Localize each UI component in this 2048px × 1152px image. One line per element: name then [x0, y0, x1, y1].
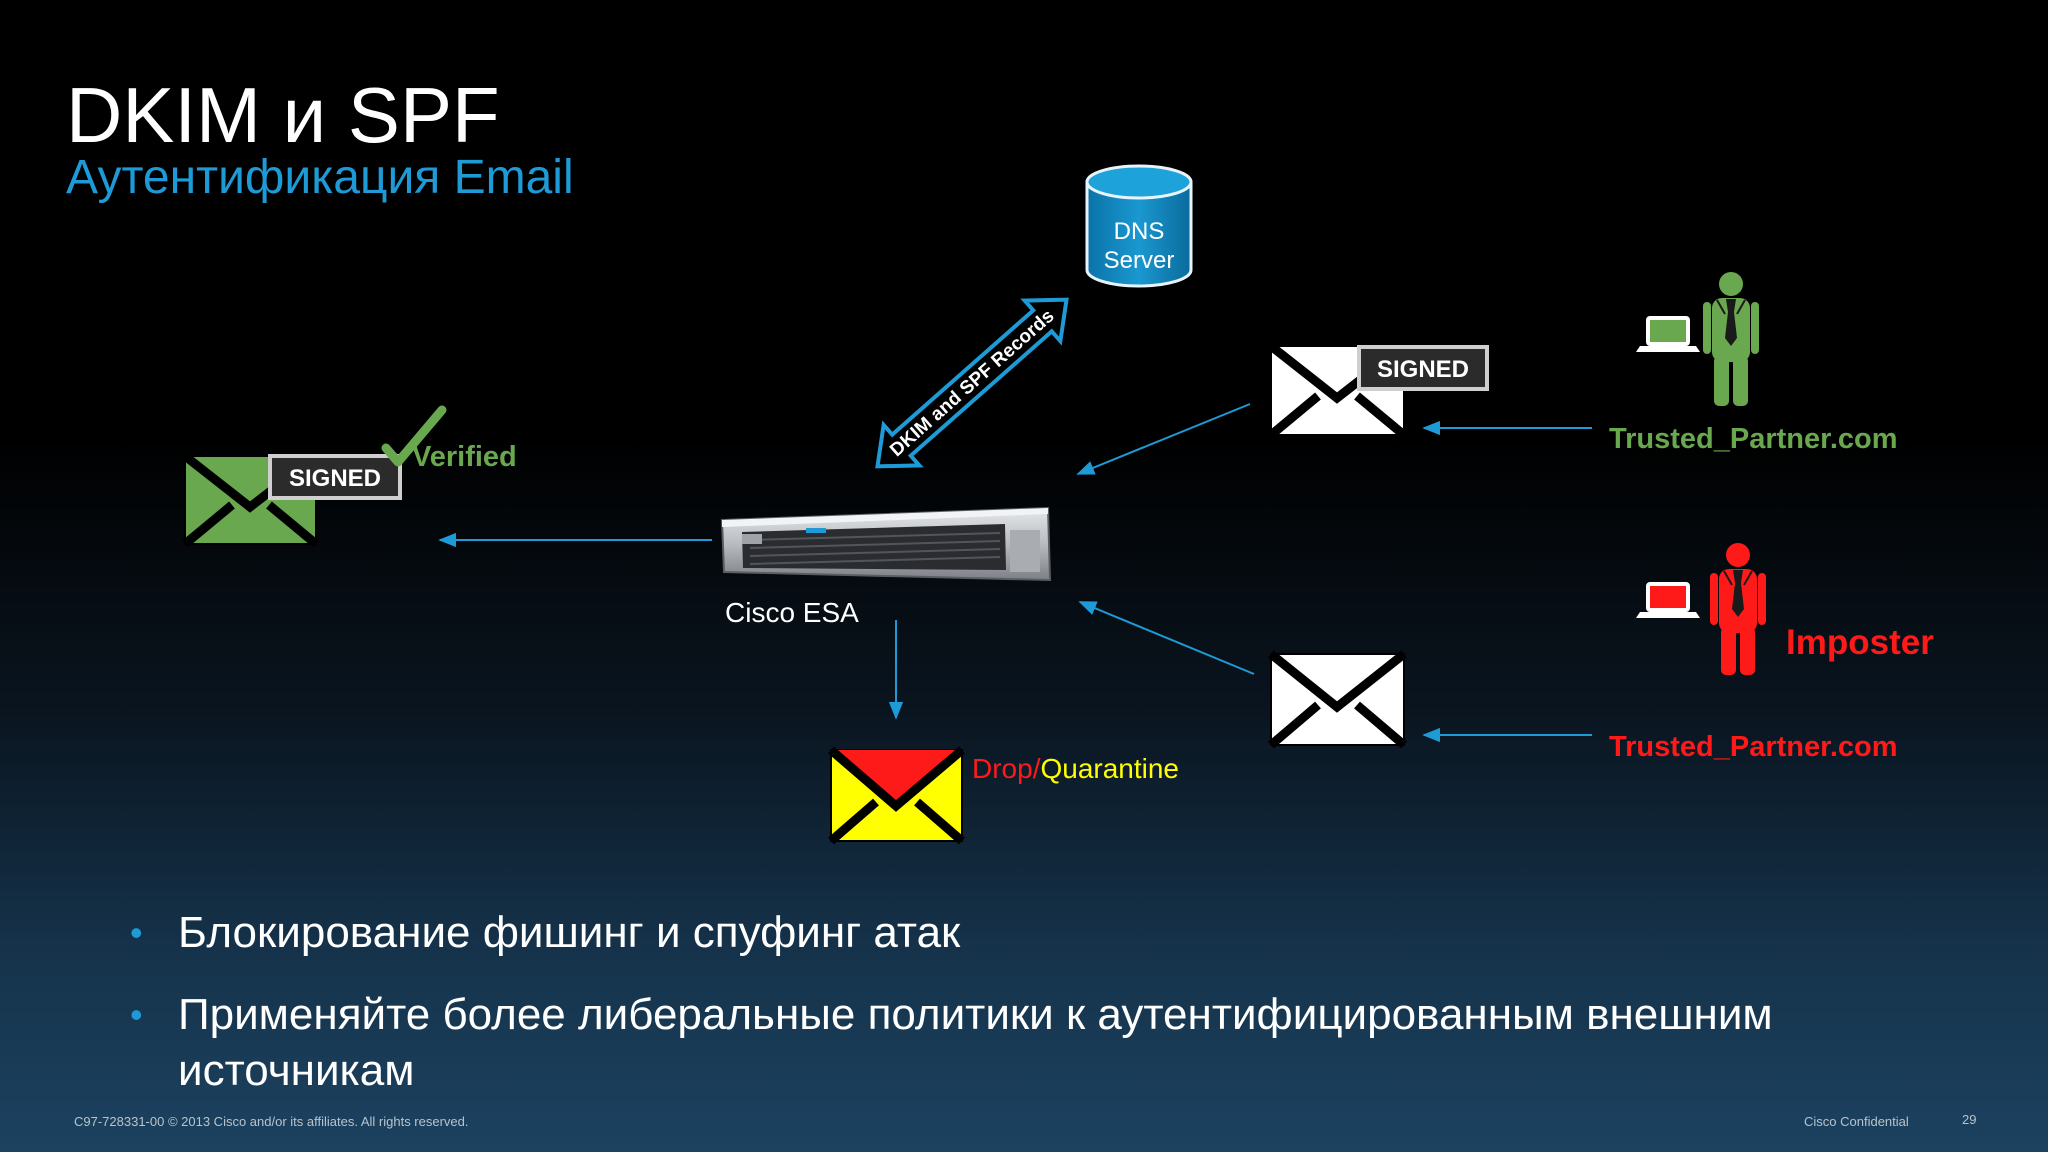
bullet-item: • Применяйте более либеральные политики … [130, 987, 1990, 1099]
signed-badge-text: SIGNED [1377, 356, 1469, 383]
trusted-partner-label: Trusted_Partner.com [1609, 423, 1898, 455]
signed-badge-text: SIGNED [289, 465, 381, 492]
imposter-domain-label: Trusted_Partner.com [1609, 731, 1898, 763]
footer-copyright: C97-728331-00 © 2013 Cisco and/or its af… [74, 1114, 469, 1129]
bullet-text: Блокирование фишинг и спуфинг атак [178, 908, 961, 957]
dns-server-icon: DNS Server [1085, 164, 1193, 288]
cisco-esa-label: Cisco ESA [725, 597, 859, 628]
flow-arrow-signed-to-esa [1076, 403, 1251, 475]
laptop-icon-imposter [1636, 582, 1700, 618]
unsigned-incoming-envelope-icon [1268, 650, 1407, 749]
flow-arrow-unsigned-to-esa [1078, 601, 1255, 675]
bullet-text: Применяйте более либеральные политики к … [178, 990, 1773, 1095]
dkim-spf-records-arrow: DKIM and SPF Records [875, 297, 1069, 469]
page-number: 29 [1962, 1112, 1977, 1127]
signed-badge-verified: SIGNED [268, 454, 402, 500]
records-label: DKIM and SPF Records [886, 306, 1058, 461]
bullet-item: • Блокирование фишинг и спуфинг атак [130, 905, 1990, 961]
dns-server-label-line1: DNS [1114, 218, 1165, 245]
page-subtitle: Аутентификация Email [66, 151, 574, 204]
drop-label: Drop/ [972, 753, 1041, 784]
trusted-person-icon [1703, 272, 1759, 406]
imposter-label: Imposter [1786, 623, 1934, 662]
checkmark-icon [381, 405, 447, 467]
bullet-dot-icon: • [130, 994, 143, 1035]
bullet-dot-icon: • [130, 912, 143, 953]
cisco-esa-server-icon [720, 506, 1052, 582]
footer-confidential: Cisco Confidential [1804, 1114, 1909, 1129]
drop-quarantine-label: Drop/Quarantine [972, 753, 1179, 784]
quarantine-label: Quarantine [1040, 753, 1179, 784]
signed-badge-incoming: SIGNED [1357, 345, 1489, 391]
quarantine-envelope-icon [828, 746, 965, 845]
dns-server-label-line2: Server [1104, 247, 1175, 274]
laptop-icon-trusted [1636, 316, 1700, 352]
verified-label: Verified [412, 441, 517, 473]
page-title: DKIM и SPF [66, 71, 500, 159]
bullet-list: • Блокирование фишинг и спуфинг атак • П… [130, 905, 1990, 1125]
imposter-person-icon [1710, 543, 1766, 675]
